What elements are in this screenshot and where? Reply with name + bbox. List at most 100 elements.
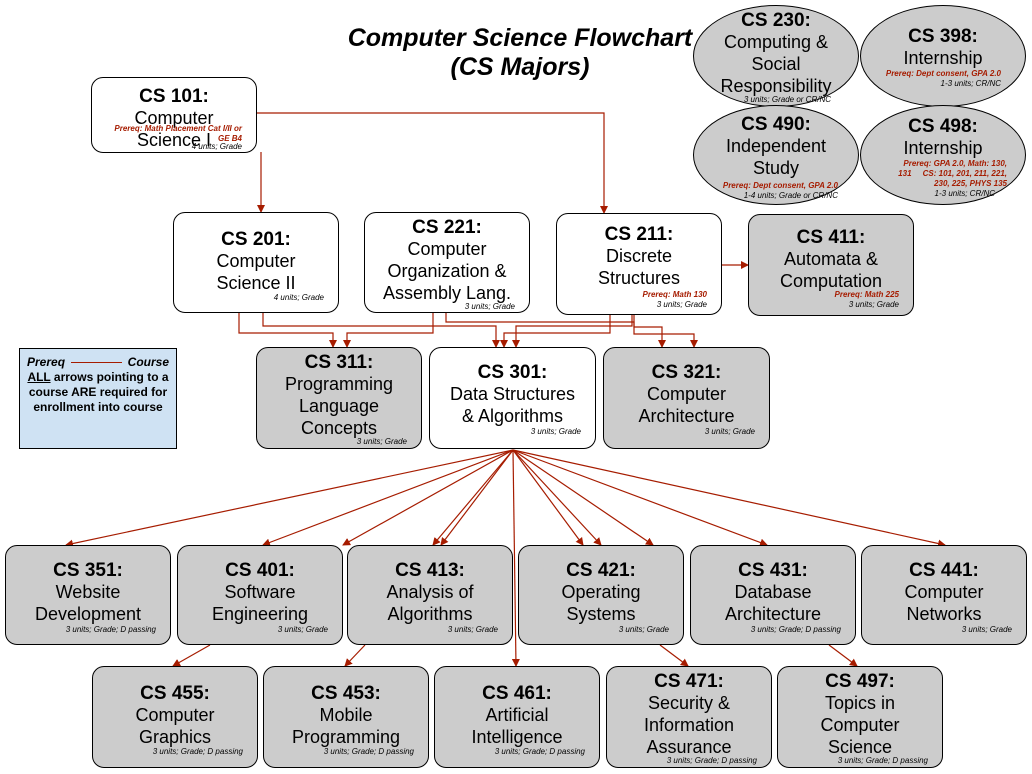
course-code: CS 201: (221, 229, 291, 250)
course-units: 1-4 units; Grade or CR/NC (743, 191, 838, 200)
course-name-line: Automata & (783, 249, 879, 269)
course-units: 4 units; Grade (191, 142, 242, 151)
course-box-cs431[interactable]: CS 431: Database Architecture 3 units; G… (690, 545, 856, 645)
course-prereq: Prereq: GPA 2.0, Math: 130, 131 CS: 101,… (898, 159, 1007, 189)
arrow-cs301-to-cs431-b (512, 449, 768, 547)
course-name-line: Structures (597, 268, 681, 288)
course-units: 3 units; Grade (848, 300, 899, 309)
course-units: 4 units; Grade (273, 293, 324, 302)
course-name-line: Programming (291, 727, 401, 747)
course-box-cs401[interactable]: CS 401: Software Engineering 3 units; Gr… (177, 545, 343, 645)
course-name-line: Science I (136, 130, 212, 150)
course-units: 1-3 units; CR/NC (940, 79, 1001, 88)
course-code: CS 471: (654, 671, 724, 692)
course-name-line: Computation (779, 271, 883, 291)
course-code: CS 311: (304, 352, 374, 373)
course-name-line: Computer (134, 108, 214, 128)
course-name-line: Computer (820, 715, 900, 735)
course-code: CS 497: (825, 671, 895, 692)
course-name-line: Organization & (387, 261, 507, 281)
flowchart-title: Computer Science Flowchart (CS Majors) (340, 24, 700, 82)
course-name-line: Engineering (211, 604, 309, 624)
course-units: 1-3 units; CR/NC (934, 189, 995, 198)
course-box-cs498[interactable]: CS 498: Internship Prereq: GPA 2.0, Math… (860, 105, 1026, 205)
course-name-line: Independent (725, 136, 827, 156)
legend-arrow (71, 355, 122, 370)
course-box-cs453[interactable]: CS 453: Mobile Programming 3 units; Grad… (263, 666, 429, 768)
title-line-2: (CS Majors) (450, 53, 590, 81)
course-code: CS 211: (604, 224, 674, 245)
course-units: 3 units; Grade; D passing (750, 625, 841, 634)
course-units: 3 units; Grade (704, 427, 755, 436)
course-box-cs455[interactable]: CS 455: Computer Graphics 3 units; Grade… (92, 666, 258, 768)
course-name-line: Computer (646, 384, 727, 404)
course-name-line: Architecture (638, 406, 735, 426)
course-units: 3 units; Grade (356, 437, 407, 446)
course-name-line: Science II (216, 273, 296, 293)
course-prereq: Prereq: Math 130 (642, 290, 707, 299)
course-box-cs311[interactable]: CS 311: Programming Language Concepts 3 … (256, 347, 422, 449)
course-code: CS 431: (738, 560, 808, 581)
legend-all: ALL (27, 370, 51, 384)
course-units: 3 units; Grade (530, 427, 581, 436)
course-box-cs230[interactable]: CS 230: Computing & Social Responsibilit… (693, 5, 859, 107)
course-code: CS 441: (909, 560, 979, 581)
course-code: CS 453: (311, 683, 381, 704)
course-name-line: Artificial (485, 705, 549, 725)
course-box-cs301[interactable]: CS 301: Data Structures & Algorithms 3 u… (429, 347, 596, 449)
course-name-line: Responsibility (720, 76, 832, 96)
course-name-line: Assurance (646, 737, 732, 757)
title-line-1: Computer Science Flowchart (347, 24, 693, 52)
course-name-line: Database (734, 582, 812, 602)
course-name-line: Social (751, 54, 801, 74)
course-name-line: Computing & (723, 32, 829, 52)
arrow-cs421-to-cs471 (659, 644, 689, 667)
arrow-cs301-to-cs421-b (512, 449, 602, 546)
course-box-cs471[interactable]: CS 471: Security & Information Assurance… (606, 666, 772, 768)
course-name-line: Systems (566, 604, 636, 624)
course-code: CS 461: (482, 683, 552, 704)
course-name-line: Science (827, 737, 893, 757)
legend-course-label: Course (127, 355, 169, 369)
course-box-cs421[interactable]: CS 421: Operating Systems 3 units; Grade (518, 545, 684, 645)
course-box-cs411[interactable]: CS 411: Automata & Computation Prereq: M… (748, 214, 914, 316)
course-name-line: Development (34, 604, 142, 624)
course-name-line: Mobile (319, 705, 373, 725)
prereq-line: 230, 225, PHYS 135 (934, 179, 1007, 188)
course-box-cs461[interactable]: CS 461: Artificial Intelligence 3 units;… (434, 666, 600, 768)
course-code: CS 321: (651, 362, 722, 383)
course-box-cs101[interactable]: CS 101: Computer Science I Prereq: Math … (91, 77, 257, 153)
course-box-cs211[interactable]: CS 211: Discrete Structures Prereq: Math… (556, 213, 722, 315)
course-code: CS 455: (140, 683, 210, 704)
course-units: 3 units; Grade; D passing (837, 756, 928, 765)
course-box-cs201[interactable]: CS 201: Computer Science II 4 units; Gra… (173, 212, 339, 313)
prereq-line: Prereq: GPA 2.0, Math: 130, (903, 159, 1007, 168)
course-code: CS 221: (412, 217, 482, 238)
course-box-cs321[interactable]: CS 321: Computer Architecture 3 units; G… (603, 347, 770, 449)
course-name-line: Networks (906, 604, 982, 624)
arrow-cs211-to-cs321 (633, 315, 698, 348)
course-units: 3 units; Grade; D passing (152, 747, 243, 756)
course-box-cs221[interactable]: CS 221: Computer Organization & Assembly… (364, 212, 530, 313)
course-units: 3 units; Grade; D passing (494, 747, 585, 756)
course-name-line: Computer (135, 705, 215, 725)
course-name-line: Information (643, 715, 735, 735)
arrow-cs301-to-cs461 (511, 449, 520, 667)
course-box-cs490[interactable]: CS 490: Independent Study Prereq: Dept c… (693, 105, 859, 205)
course-name-line: Data Structures (449, 384, 576, 404)
course-code: CS 101: (139, 86, 209, 107)
course-box-cs497[interactable]: CS 497: Topics in Computer Science 3 uni… (777, 666, 943, 768)
arrow-cs211-to-cs311-cs301 (500, 315, 611, 348)
course-box-cs441[interactable]: CS 441: Computer Networks 3 units; Grade (861, 545, 1027, 645)
course-units: 3 units; Grade (447, 625, 498, 634)
course-name-line: Assembly Lang. (382, 283, 512, 303)
arrow-cs221-to-cs321 (445, 313, 666, 348)
arrow-cs401-to-cs455 (172, 644, 211, 667)
course-name-line: Graphics (138, 727, 212, 747)
course-box-cs413[interactable]: CS 413: Analysis of Algorithms 3 units; … (347, 545, 513, 645)
course-box-cs398[interactable]: CS 398: Internship Prereq: Dept consent,… (860, 5, 1026, 107)
arrow-cs101-to-cs211 (257, 112, 608, 214)
course-box-cs351[interactable]: CS 351: Website Development 3 units; Gra… (5, 545, 171, 645)
course-units: 3 units; Grade (961, 625, 1012, 634)
